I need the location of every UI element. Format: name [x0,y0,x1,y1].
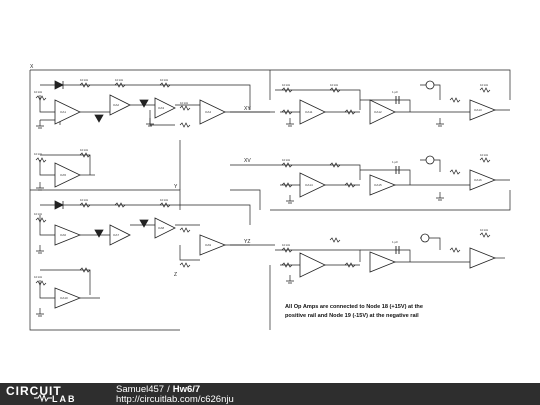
op-amp [54,162,81,188]
project-title: Hw6/7 [172,384,201,395]
capacitor-value-label: 1 µF [392,90,398,94]
net-label-yz: YZ [244,239,250,245]
op-amp-label: OA14 [305,183,313,187]
circuitlab-logo[interactable]: CIRCUIT LAB [4,383,90,405]
op-amp-label: OA7 [113,233,119,237]
net-label-x: X [30,64,34,70]
resistor-value-label: 10 kΩ [34,152,43,156]
op-amp [54,99,81,125]
op-amp-label: OA10 [60,296,68,300]
op-amp [369,251,397,273]
op-amp-label: OA4 [205,110,211,114]
op-amp-label: OA13 [474,108,482,112]
net-label-z: Z [174,272,177,278]
op-amp [369,99,396,125]
resistor-value-label: 10 kΩ [480,83,489,87]
rail-note-line-2: positive rail and Node 19 (-15V) at the … [285,313,419,319]
net-label-xy: XY [244,106,251,112]
op-amp [54,224,82,246]
resistor-value-label: 10 kΩ [80,198,89,202]
capacitor-value-label: 1 µF [392,160,398,164]
op-amp [469,247,497,269]
op-amp-label: OA15 [374,183,382,187]
resistors [35,82,491,286]
resistor-value-label: 10 kΩ [34,212,43,216]
credit-separator: / [167,384,170,395]
capacitor-value-label: 1 µF [392,240,398,244]
op-amp-labels: OA1 OA2 OA3 OA4 OA5 OA6 OA7 OA8 OA9 OA10… [60,103,482,300]
op-amp-label: OA16 [474,178,482,182]
op-amp [154,97,176,119]
voltage-sources [420,80,435,243]
footer-bar: CIRCUIT LAB Samuel457/Hw6/7 http://circu… [0,383,540,405]
circuit-schematic: XY XV YZ X Y Z 10 kΩ 10 kΩ 10 kΩ 10 kΩ 1… [29,64,511,331]
logo-wave-icon [34,394,52,402]
diodes [54,80,149,238]
op-amp-label: OA1 [60,110,66,114]
net-label-y: Y [174,184,178,190]
resistor-value-label: 10 kΩ [34,275,43,279]
op-amp-label: OA8 [158,226,164,230]
resistor-value-label: 10 kΩ [480,153,489,157]
grounds [36,118,444,317]
resistor-value-label: 10 kΩ [330,83,339,87]
op-amps [54,94,497,309]
resistor-value-label: 10 kΩ [282,83,291,87]
author-link[interactable]: Samuel457 [116,384,165,395]
resistor-value-label: 10 kΩ [80,78,89,82]
resistor-value-label: 10 kΩ [34,90,43,94]
op-amp [54,287,82,309]
resistor-value-label: 10 kΩ [80,148,89,152]
op-amp [299,99,326,125]
project-url[interactable]: http://circuitlab.com/c626nju [116,394,234,405]
op-amp [299,252,326,278]
resistor-value-label: 10 kΩ [160,78,169,82]
component-labels: 10 kΩ 10 kΩ 10 kΩ 10 kΩ 10 kΩ 10 kΩ 10 k… [34,78,489,279]
resistor-value-label: 10 kΩ [282,158,291,162]
resistor-value-label: 10 kΩ [160,198,169,202]
op-amp-label: OA5 [60,173,66,177]
op-amp [299,172,326,198]
resistor-value-label: 10 kΩ [282,243,291,247]
op-amp [109,94,131,116]
op-amp [154,217,176,239]
op-amp [369,174,397,196]
op-amp [469,169,497,191]
op-amp-label: OA2 [113,103,119,107]
resistor-value-label: 10 kΩ [480,228,489,232]
op-amp [469,99,497,121]
op-amp [109,224,131,246]
op-amp [199,234,227,256]
op-amp-label: OA11 [305,110,313,114]
net-labels: XY XV YZ X Y Z [30,64,251,278]
op-amp-label: OA6 [60,233,66,237]
author-credit: Samuel457/Hw6/7 [116,384,200,395]
resistor-value-label: 10 kΩ [115,78,124,82]
op-amp-label: OA3 [158,106,164,110]
logo-text-top: CIRCUIT [6,384,62,398]
capacitors [395,96,400,254]
op-amp [199,99,226,125]
rail-note-line-1: All Op Amps are connected to Node 18 (+1… [285,304,423,310]
op-amp-label: OA12 [374,110,382,114]
resistor-value-label: 10 kΩ [180,101,189,105]
op-amp-label: OA9 [205,243,211,247]
net-label-xv: XV [244,158,251,164]
logo-text-bottom: LAB [52,394,77,404]
